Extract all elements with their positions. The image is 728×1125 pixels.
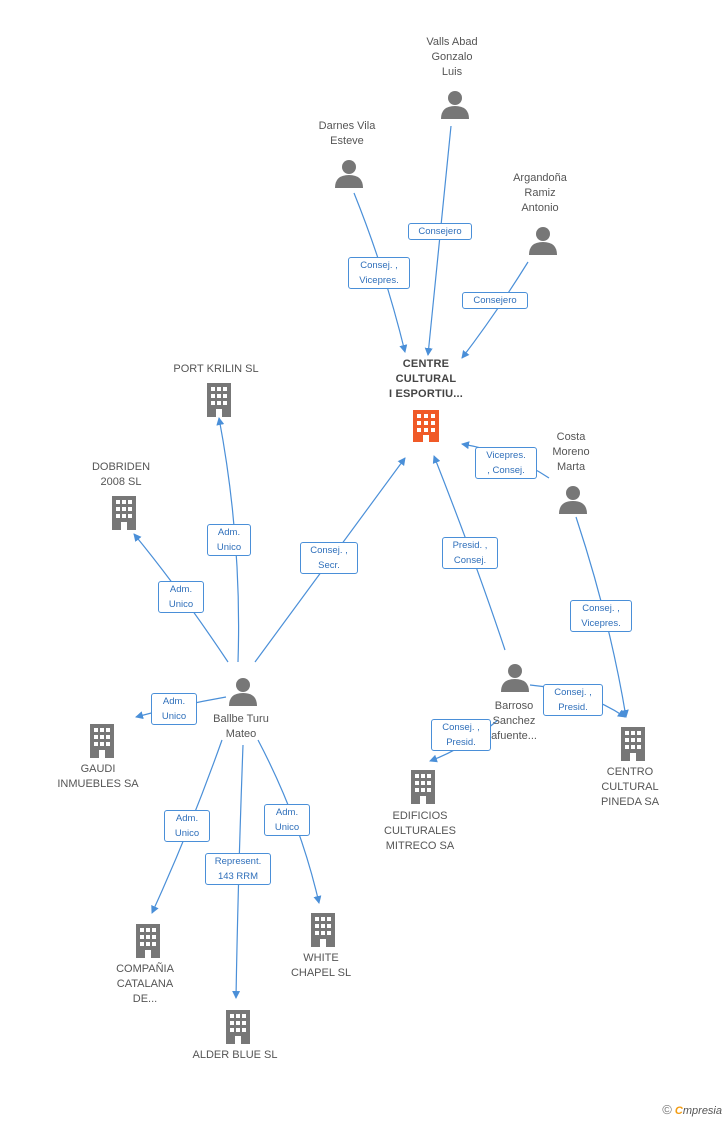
person-barroso-label[interactable]: Barroso Sanchez afuente... [491,700,537,742]
company-gaudi-label[interactable]: GAUDI INMUEBLES SA [57,763,139,790]
relation-barroso-centro-pineda[interactable]: Consej. , Presid. [543,684,603,716]
company-edificios-building-icon[interactable] [407,768,439,809]
relation-costa-centre[interactable]: Vicepres. , Consej. [475,447,537,479]
relation-ballbe-alder[interactable]: Represent. 143 RRM [205,853,271,885]
relation-ballbe-gaudi[interactable]: Adm. Unico [151,693,197,725]
person-ballbe-icon[interactable] [228,676,258,711]
person-valls-label[interactable]: Valls Abad Gonzalo Luis [426,36,478,78]
company-white-label[interactable]: WHITE CHAPEL SL [290,952,352,979]
company-alder-building-icon[interactable] [222,1008,254,1049]
edge-valls-centre [424,125,452,356]
company-compania-building-icon[interactable] [132,922,164,963]
company-edificios-label[interactable]: EDIFICIOS CULTURALES MITRECO SA [384,810,456,852]
copyright-symbol: © [662,1102,672,1117]
person-ballbe-label[interactable]: Ballbe Turu Mateo [213,713,269,740]
person-costa-icon[interactable] [558,484,588,519]
relation-ballbe-dobriden[interactable]: Adm. Unico [158,581,204,613]
person-darnes-icon[interactable] [334,158,364,193]
person-darnes-label[interactable]: Darnes Vila Esteve [318,120,376,147]
company-alder-label[interactable]: ALDER BLUE SL [192,1049,278,1061]
person-valls-icon[interactable] [440,89,470,124]
company-gaudi-building-icon[interactable] [86,722,118,763]
company-port-label[interactable]: PORT KRILIN SL [173,363,259,375]
company-dobriden-label[interactable]: DOBRIDEN 2008 SL [91,461,151,488]
relation-ballbe-white[interactable]: Adm. Unico [264,804,310,836]
company-dobriden-building-icon[interactable] [108,494,140,535]
relation-barroso-centre[interactable]: Presid. , Consej. [442,537,498,569]
relation-ballbe-port[interactable]: Adm. Unico [207,524,251,556]
company-centro-pineda-label[interactable]: CENTRO CULTURAL PINEDA SA [600,766,660,808]
relation-barroso-edificios[interactable]: Consej. , Presid. [431,719,491,751]
relation-darnes-centre[interactable]: Consej. , Vicepres. [348,257,410,289]
central-company-label[interactable]: CENTRE CULTURAL I ESPORTIU... [388,358,464,400]
relation-valls-centre[interactable]: Consejero [408,223,472,240]
company-centro-pineda-building-icon[interactable] [617,725,649,766]
relation-costa-centro-pineda[interactable]: Consej. , Vicepres. [570,600,632,632]
brand-logo-letter: C [674,1105,683,1117]
relation-ballbe-centre[interactable]: Consej. , Secr. [300,542,358,574]
edge-argandona-centre [461,261,529,359]
brand-name: mpresia [682,1105,722,1117]
person-argandona-label[interactable]: Argandoña Ramiz Antonio [513,172,567,214]
central-company-building-icon[interactable] [410,408,442,447]
company-white-building-icon[interactable] [307,911,339,952]
person-barroso-icon[interactable] [500,662,530,697]
company-port-building-icon[interactable] [203,381,235,422]
person-argandona-icon[interactable] [528,225,558,260]
relation-argandona-centre[interactable]: Consejero [462,292,528,309]
relation-ballbe-compania[interactable]: Adm. Unico [164,810,210,842]
person-costa-label[interactable]: Costa Moreno Marta [552,431,590,473]
company-compania-label[interactable]: COMPAÑIA CATALANA DE... [116,963,174,1005]
footer-branding: © Cmpresia [662,1102,722,1117]
